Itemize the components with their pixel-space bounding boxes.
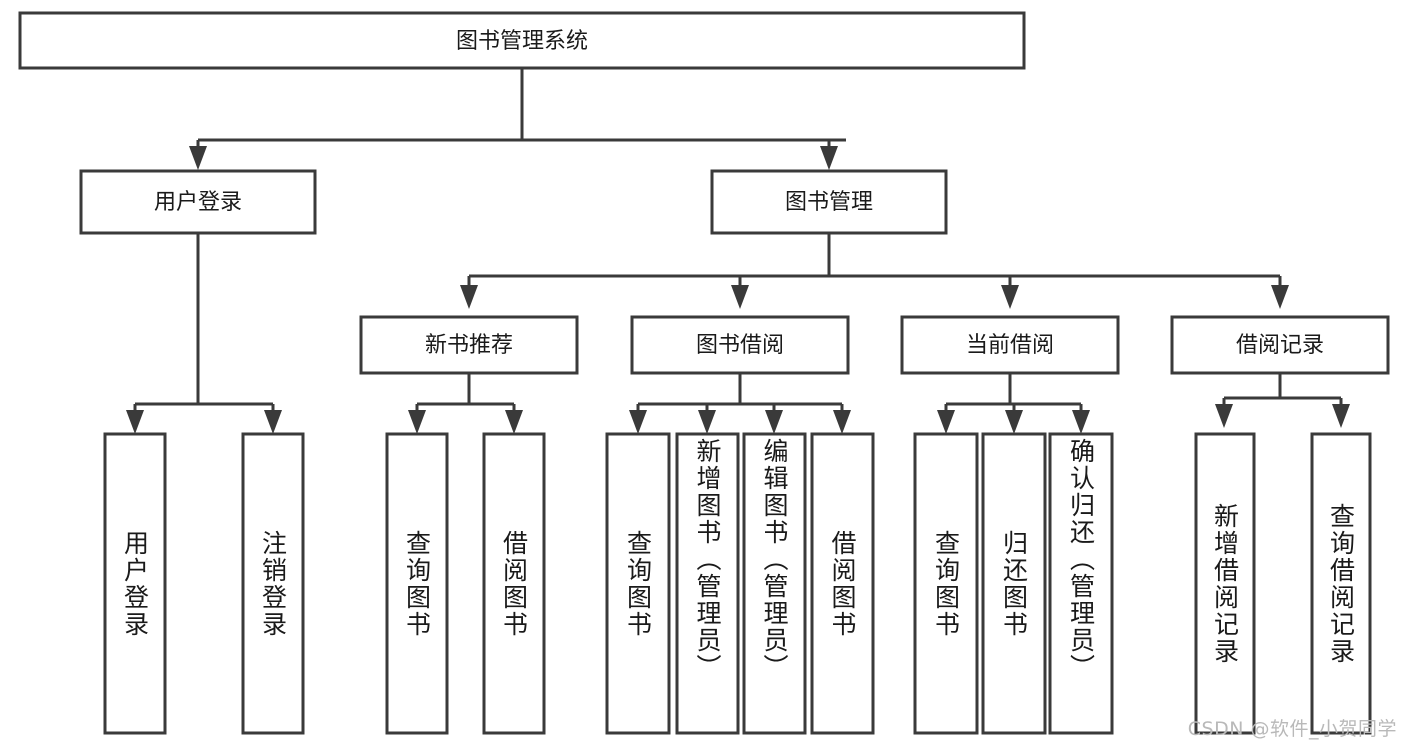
node-book-borrow[interactable]: 图书借阅 (630, 315, 850, 375)
leaf-user-login[interactable] (103, 432, 167, 735)
node-new-book-recommend-label: 新书推荐 (425, 333, 513, 358)
node-current-borrow-label: 当前借阅 (966, 333, 1054, 358)
node-root-label: 图书管理系统 (456, 29, 588, 54)
edge-current-to-leaves (937, 373, 1090, 434)
node-root[interactable]: 图书管理系统 (18, 11, 1026, 70)
node-borrow-record-label: 借阅记录 (1236, 333, 1324, 358)
leaf-cb-query-book[interactable] (913, 432, 979, 735)
leaf-bb-add-book[interactable] (675, 432, 740, 735)
leaf-br-query-record[interactable] (1310, 432, 1372, 735)
csdn-watermark: CSDN @软件_小贺同学 (1187, 718, 1397, 740)
node-book-management-label: 图书管理 (785, 190, 873, 215)
leaf-cb-return-book[interactable] (981, 432, 1047, 735)
leaf-logout[interactable] (241, 432, 305, 735)
leaf-nr-query-book[interactable] (385, 432, 449, 735)
leaf-bb-borrow-book[interactable] (810, 432, 875, 735)
node-current-borrow[interactable]: 当前借阅 (900, 315, 1120, 375)
leaf-nr-borrow-book[interactable] (482, 432, 546, 735)
edge-newrec-to-leaves (408, 373, 523, 434)
edge-userlogin-to-leaves (126, 233, 282, 434)
node-new-book-recommend[interactable]: 新书推荐 (359, 315, 579, 375)
edge-record-to-leaves (1215, 373, 1350, 428)
node-book-management[interactable]: 图书管理 (710, 169, 948, 235)
node-book-borrow-label: 图书借阅 (696, 333, 784, 358)
node-user-login-label: 用户登录 (154, 190, 242, 215)
leaf-bb-edit-book[interactable] (742, 432, 807, 735)
leaf-bb-query-book[interactable] (605, 432, 671, 735)
edge-root-to-level1 (189, 68, 846, 170)
leaf-br-add-record[interactable] (1194, 432, 1256, 735)
node-borrow-record[interactable]: 借阅记录 (1170, 315, 1390, 375)
edge-borrow-to-leaves (629, 373, 851, 434)
leaf-cb-confirm-return[interactable] (1048, 432, 1114, 735)
edge-bookmgmt-to-level2 (460, 233, 1289, 309)
node-user-login[interactable]: 用户登录 (79, 169, 317, 235)
